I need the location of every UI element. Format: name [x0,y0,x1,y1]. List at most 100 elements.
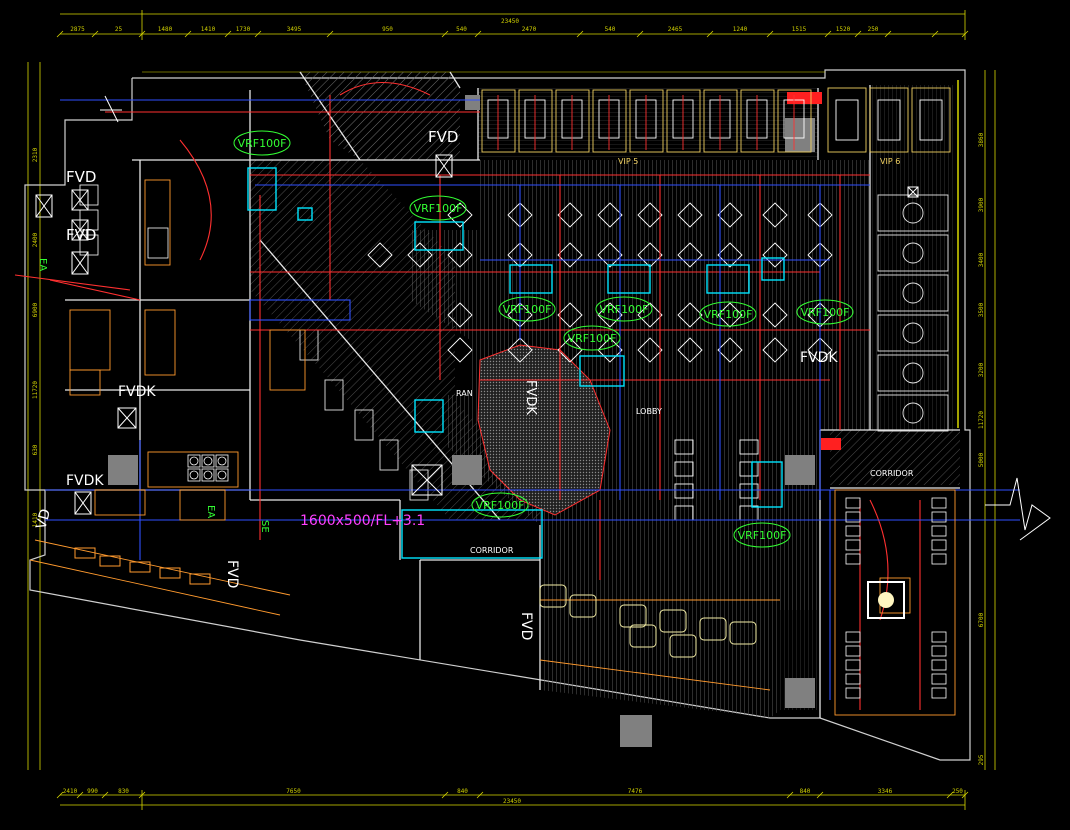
fire-damper [71,251,89,275]
fire-damper-cross [71,189,89,211]
dining-table [507,337,533,363]
meeting-chair [931,553,947,565]
top-dim-label: 1480 [158,26,173,33]
vip-room [629,89,664,153]
right-dim-label: 6700 [978,612,985,627]
dim-tick [224,30,232,38]
bottom-dim-label: 250 [952,788,963,795]
feature-light-core [878,592,894,608]
bottom-dim-label: 990 [87,788,98,795]
burner-ring [203,456,213,466]
burner [201,454,215,468]
burner [201,468,215,482]
dim-tick [254,30,262,38]
fire-damper-cross [117,407,137,429]
label-fvdk-3: FVDK [800,350,838,366]
room-corridor-2: CORRIDOR [470,546,514,555]
top-dim-label: 2875 [70,26,85,33]
room-vip-5: VIP 5 [618,157,638,166]
lobby-chair [674,483,694,499]
lower-chair [569,594,597,618]
fire-damper [907,186,919,198]
vip-room [869,87,909,153]
lower-chair [629,624,657,648]
meeting-chair [931,497,947,509]
bottom-dim-label: 3346 [878,788,893,795]
bottom-dim-label: 830 [118,788,129,795]
label-fvd-1: FVD [66,168,96,186]
fire-damper [35,194,53,218]
dim-tick [884,30,892,38]
dining-table [447,337,473,363]
overall-width-bottom: 23450 [503,798,521,805]
left-dim-label: 2400 [32,232,39,247]
bottom-dim-label: 7476 [628,788,643,795]
fire-damper-cross [71,219,89,241]
left-dim-label: 11720 [32,381,39,399]
meeting-chair [845,553,861,565]
label-fvd-3: FVD [428,128,458,146]
dining-table [717,242,743,268]
right-dim-label: 3200 [978,362,985,377]
dining-table [717,337,743,363]
vrf-outline [563,325,621,351]
fan-box [147,227,169,259]
booth [379,439,399,471]
lobby-chair [674,439,694,455]
vip-table [835,99,859,141]
dim-tick [101,791,109,799]
label-vd: VD [33,507,54,531]
dim-tick [91,30,99,38]
lower-chair [729,621,757,645]
lobby-chair [674,461,694,477]
dining-table [597,337,623,363]
burner [187,468,201,482]
dining-table [447,242,473,268]
dim-tick [816,791,824,799]
lower-dining-chairs [74,547,757,658]
dim-tick [441,791,449,799]
equipment-red-tag-2 [821,438,841,450]
vrf-label: VRF100F [600,303,649,316]
vip-room [827,87,867,153]
right-dim-label: 3860 [978,132,985,147]
label-fvdk-2: FVDK [66,473,104,489]
dim-tick [946,791,954,799]
left-dim-label: 2310 [32,147,39,162]
vip-table [919,99,943,141]
dining-table [367,242,393,268]
vrf-outline [595,296,653,322]
dim-tick [56,30,64,38]
fire-damper [71,219,89,241]
dining-table [677,202,703,228]
meeting-chair [845,539,861,551]
right-dim-label: 295 [978,754,985,765]
vip-room-row [481,87,951,153]
label-fvd-4: FVD [224,560,240,588]
lobby-chair [739,439,759,455]
dim-tick [961,30,969,38]
booth [324,379,344,411]
right-dim-label: 5000 [978,452,985,467]
top-dim-label: 1515 [792,26,807,33]
dining-table [677,302,703,328]
burner-ring [189,456,199,466]
dimension-ticks [56,30,969,799]
right-dim-label: 3400 [978,252,985,267]
kitchen-counter-unit [99,555,121,567]
supply-ducts [14,81,921,710]
vrf-label: VRF100F [568,332,617,345]
kitchen-counter-unit [129,561,151,573]
vrf-label: VRF100F [704,308,753,321]
vrf-label: VRF100F [801,306,850,319]
side-room [877,194,949,232]
dining-table [762,242,788,268]
vip-room [666,89,701,153]
fire-damper-cross [71,251,89,275]
lobby-chair [739,483,759,499]
dim-tick [138,30,146,38]
burner [215,454,229,468]
dim-tick [326,30,334,38]
